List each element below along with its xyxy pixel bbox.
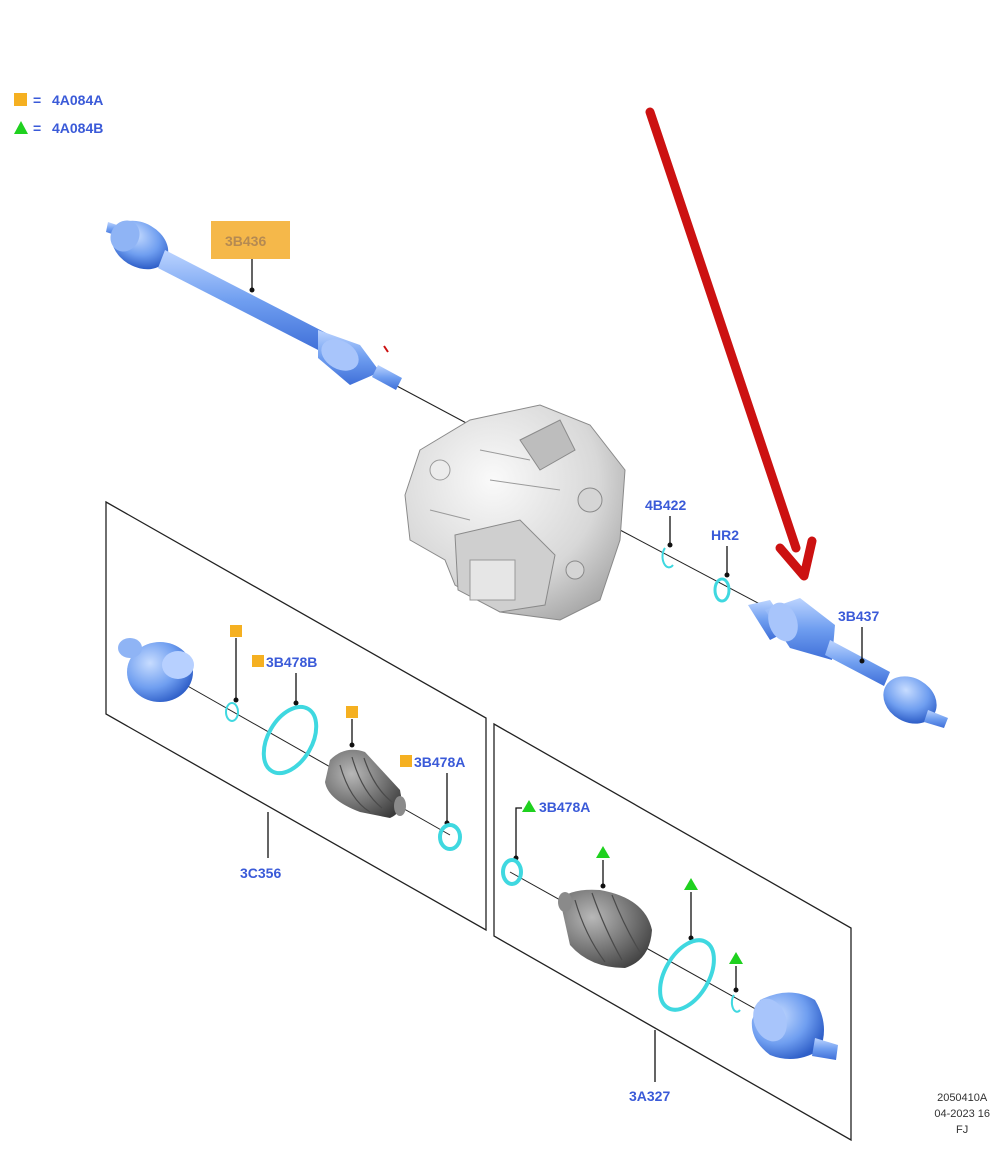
boot-square-marker-icon	[346, 706, 358, 718]
legend-code-1: 4A084A	[52, 92, 103, 108]
outer-boot-part	[325, 749, 406, 818]
right-halfshaft-label[interactable]: 3B437	[838, 608, 879, 624]
inner-ring-leader-dot	[688, 935, 694, 941]
inner-boot-leader-dot	[600, 883, 606, 889]
clamp-b-square-marker-icon	[252, 655, 264, 667]
footer-code: 2050410A	[937, 1092, 988, 1104]
right-halfshaft-leader-dot	[859, 658, 865, 664]
footer-date: 04-2023 16	[934, 1108, 990, 1120]
legend-eq-2: =	[33, 120, 41, 136]
seal-label[interactable]: HR2	[711, 527, 739, 543]
boot-leader-dot	[349, 742, 355, 748]
outer-ring-square-marker-icon	[230, 625, 242, 637]
clamp-b-label[interactable]: 3B478B	[266, 654, 317, 670]
inner-ring-triangle-marker-icon	[684, 878, 698, 890]
axis-line-right	[619, 529, 776, 613]
outer-ring-leader-dot	[233, 697, 239, 703]
outer-cv-joint-part	[118, 638, 194, 702]
inner-boot-part	[558, 889, 652, 968]
inner-small-ring-part	[730, 994, 741, 1013]
seal-part	[713, 577, 731, 603]
footer-initials: FJ	[956, 1124, 969, 1136]
legend-triangle-icon	[14, 121, 28, 134]
clamp-a-square-marker-icon	[400, 755, 412, 767]
axis-line-left	[394, 384, 471, 426]
inner-clamp-triangle-marker-icon	[522, 800, 536, 812]
snap-ring-label[interactable]: 4B422	[645, 497, 686, 513]
legend-square-icon	[14, 93, 27, 106]
legend-code-2: 4A084B	[52, 120, 103, 136]
left-halfshaft-leader-dot	[249, 287, 255, 293]
inner-boot-triangle-marker-icon	[596, 846, 610, 858]
inner-large-ring-part	[658, 938, 716, 1012]
left-halfshaft-highlight-box	[211, 221, 290, 259]
legend-eq-1: =	[33, 92, 41, 108]
inner-kit-label[interactable]: 3A327	[629, 1088, 670, 1104]
red-arrow-icon	[645, 107, 817, 581]
transmission-part	[404, 404, 626, 621]
outer-kit-label[interactable]: 3C356	[240, 865, 281, 881]
inner-clamp-leader	[515, 807, 522, 858]
outer-joint-kit-panel: 3B478B 3B478A 3C356	[105, 500, 487, 932]
diagram-footer: 2050410A 04-2023 16 FJ	[934, 1090, 990, 1138]
snap-ring-leader-dot	[667, 542, 673, 548]
left-halfshaft-part-number: 3B436	[225, 233, 266, 249]
inner-small-ring-triangle-marker-icon	[729, 952, 743, 964]
left-halfshaft-part	[106, 220, 402, 390]
clamp-a-part	[438, 823, 462, 851]
inner-small-ring-leader-dot	[733, 987, 739, 993]
inner-cv-joint-part	[751, 992, 838, 1060]
inner-clamp-label[interactable]: 3B478A	[539, 799, 590, 815]
legend: = 4A084A = 4A084B	[14, 92, 103, 136]
outer-small-ring-part	[225, 702, 239, 722]
right-halfshaft-part	[748, 598, 948, 728]
inner-joint-kit-panel: 3B478A 3A327	[493, 722, 852, 1142]
clamp-b-leader-dot	[293, 700, 299, 706]
inner-clamp-part	[501, 858, 523, 886]
snap-ring-part	[661, 547, 674, 569]
seal-leader-dot	[724, 572, 730, 578]
left-halfshaft-label[interactable]: 3B436	[211, 221, 290, 259]
clamp-b-part	[261, 704, 319, 776]
clamp-a-label[interactable]: 3B478A	[414, 754, 465, 770]
